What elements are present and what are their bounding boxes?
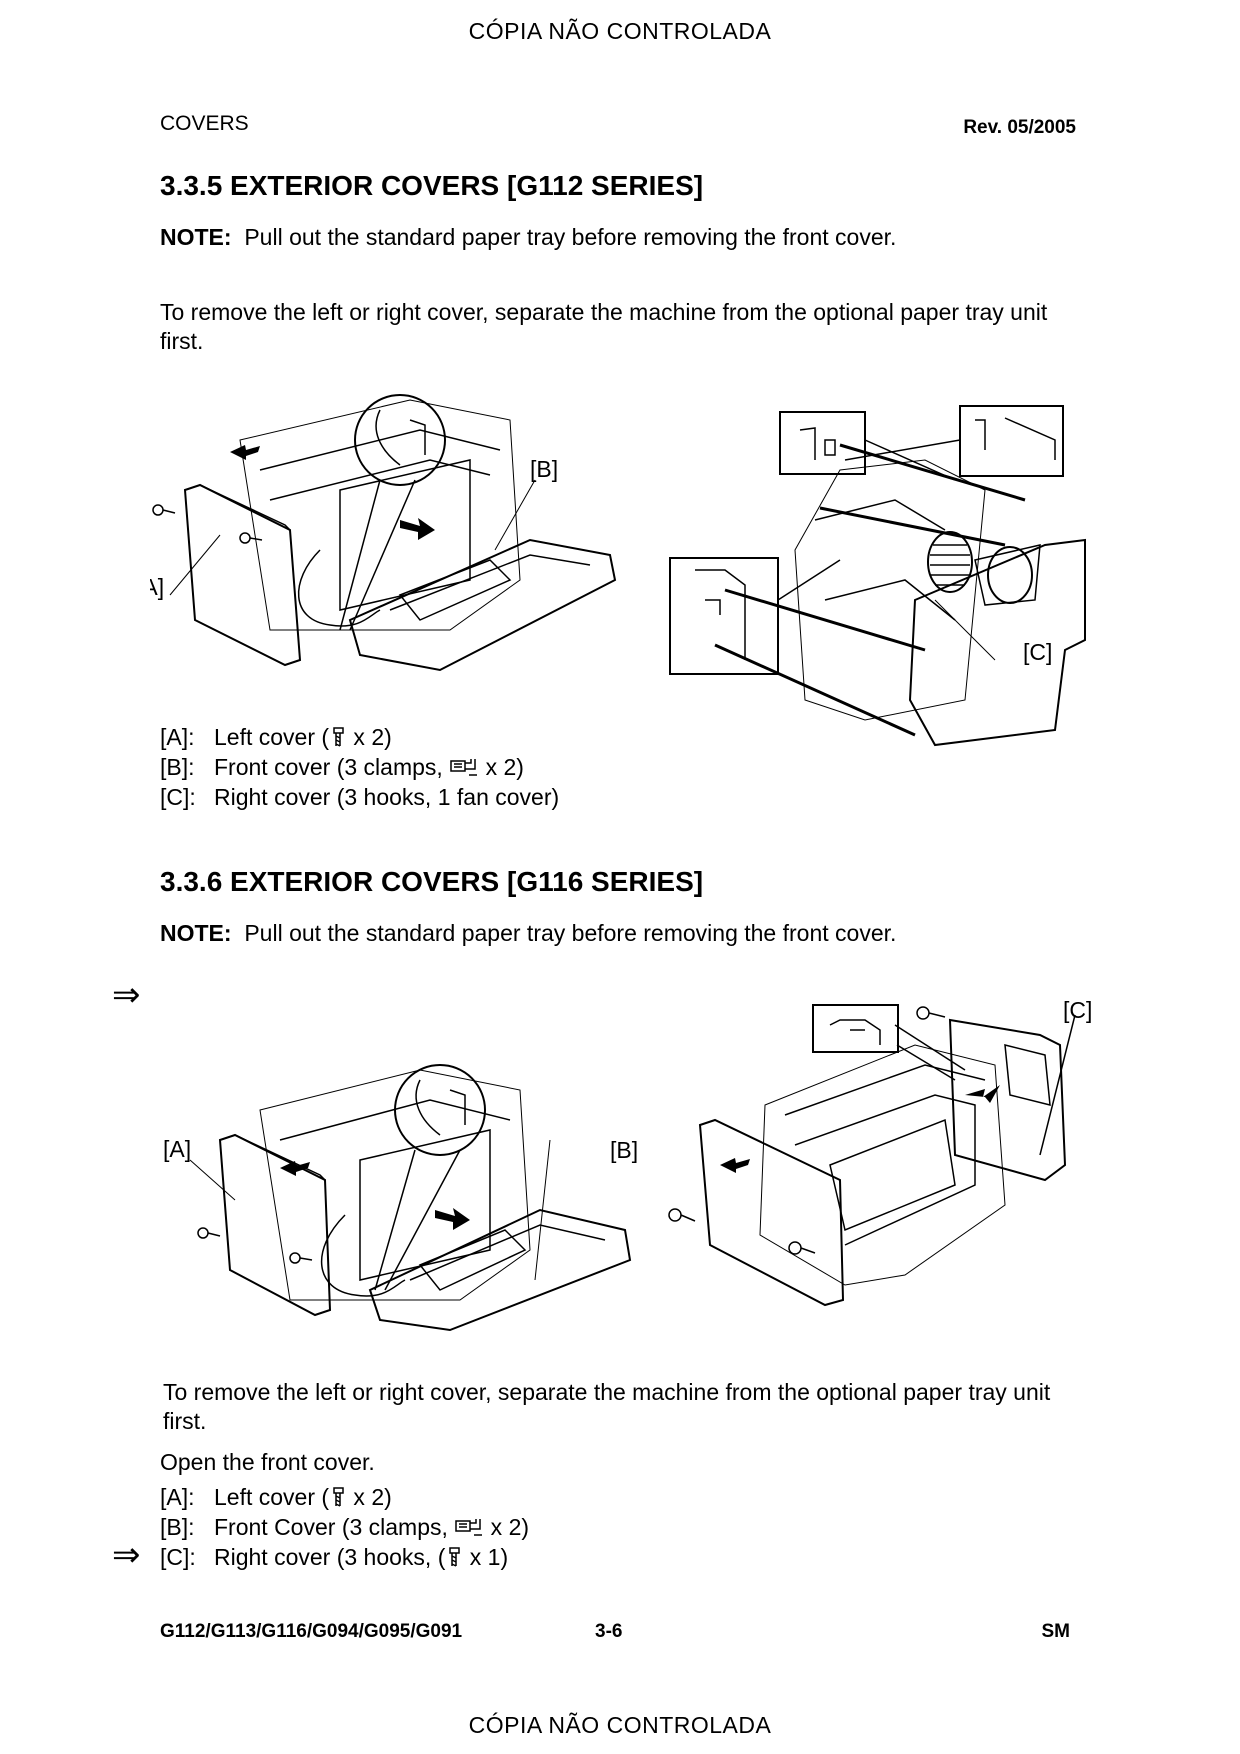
- list-item-c: [C]:Right cover (3 hooks, 1 fan cover): [160, 784, 560, 810]
- open-front-cover: Open the front cover.: [160, 1449, 375, 1475]
- list-item-b: [B]:Front cover (3 clamps, x 2): [160, 754, 524, 780]
- list-item-c: [C]:Right cover (3 hooks, ( x 1): [160, 1544, 509, 1570]
- note-text: Pull out the standard paper tray before …: [244, 920, 897, 946]
- figure-g116-right-cover: [C]: [665, 985, 1115, 1335]
- figure-g112-right-cover: [C]: [665, 400, 1115, 760]
- item-tag: [C]:: [160, 784, 196, 810]
- fig2-label-a: [A]: [163, 1136, 191, 1162]
- change-arrow-icon: ⇒: [112, 976, 141, 1014]
- footer-manual: SM: [1041, 1621, 1071, 1642]
- footer-models: G112/G113/G116/G094/G095/G091: [160, 1621, 463, 1642]
- fig2-label-c: [C]: [1063, 997, 1092, 1023]
- harness-connector-icon: [455, 1519, 483, 1536]
- paragraph-separate-tray-g116: To remove the left or right cover, separ…: [163, 1379, 1051, 1434]
- screw-icon: [449, 1547, 461, 1567]
- footer-page-number: 3-6: [595, 1621, 623, 1642]
- header-revision: Rev. 05/2005: [963, 117, 1076, 138]
- note-label: NOTE:: [160, 224, 232, 250]
- section-title-g116: 3.3.6 EXTERIOR COVERS [G116 SERIES]: [160, 866, 704, 897]
- list-item-a: [A]:Left cover ( x 2): [160, 1484, 392, 1510]
- item-tag: [B]:: [160, 754, 195, 780]
- screw-icon: [333, 1487, 344, 1507]
- fig1-label-a: [A]: [150, 574, 164, 600]
- note-g116: NOTE: Pull out the standard paper tray b…: [160, 920, 896, 947]
- note-g112: NOTE: Pull out the standard paper tray b…: [160, 224, 896, 251]
- figure-g116-left-front-covers: [A] [B]: [160, 1050, 640, 1350]
- watermark-bottom: CÓPIA NÃO CONTROLADA: [468, 1712, 772, 1738]
- item-tag: [B]:: [160, 1514, 195, 1540]
- paragraph-separate-tray: To remove the left or right cover, separ…: [160, 299, 1048, 354]
- item-list-g116: [A]:Left cover ( x 2) [B]:Front Cover (3…: [160, 1482, 529, 1572]
- list-item-b: [B]:Front Cover (3 clamps, x 2): [160, 1514, 530, 1540]
- item-tag: [A]:: [160, 724, 195, 750]
- list-item-a: [A]:Left cover ( x 2): [160, 724, 392, 750]
- change-arrow-icon: ⇒: [112, 1536, 141, 1574]
- fig1-label-c: [C]: [1023, 639, 1052, 665]
- fig2-label-b: [B]: [610, 1137, 638, 1163]
- screw-icon: [333, 727, 344, 747]
- harness-connector-icon: [450, 759, 478, 776]
- item-tag: [A]:: [160, 1484, 195, 1510]
- note-text: Pull out the standard paper tray before …: [244, 224, 897, 250]
- section-title-g112: 3.3.5 EXTERIOR COVERS [G112 SERIES]: [160, 170, 704, 201]
- header-section-name: COVERS: [160, 112, 249, 135]
- note-label: NOTE:: [160, 920, 232, 946]
- item-list-g112: [A]:Left cover ( x 2) [B]:Front cover (3…: [160, 722, 559, 812]
- watermark-top: CÓPIA NÃO CONTROLADA: [468, 18, 772, 44]
- figure-g112-left-front-covers: [A] [B]: [150, 380, 630, 710]
- fig1-label-b: [B]: [530, 456, 558, 482]
- item-tag: [C]:: [160, 1544, 196, 1570]
